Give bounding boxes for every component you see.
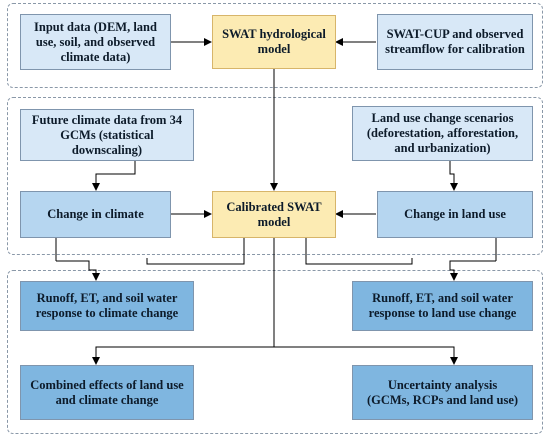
change-in-climate-box: Change in climate: [20, 191, 171, 238]
swat-model-box: SWAT hydrological model: [212, 15, 336, 69]
scenario-region: [7, 97, 543, 255]
change-in-land-use-box: Change in land use: [377, 191, 533, 238]
arrow-landuse-scenarios-to-change: [449, 161, 458, 191]
swat-cup-box: SWAT-CUP and observed streamflow for cal…: [377, 14, 533, 70]
connector-calibrated-right-return: [305, 238, 413, 265]
arrow-left-to-climate-response: [56, 260, 100, 281]
calibration-region: [7, 3, 543, 88]
outcome-region: [7, 270, 543, 434]
arrow-future-climate-to-change: [92, 161, 136, 191]
land-use-scenarios-box: Land use change scenarios (deforestation…: [352, 106, 533, 161]
input-data-box: Input data (DEM, land use, soil, and obs…: [20, 14, 171, 70]
uncertainty-analysis-box: Uncertainty analysis (GCMs, RCPs and lan…: [352, 365, 533, 420]
arrow-right-to-landuse-response: [449, 260, 496, 281]
arrow-trunk-to-combined: [92, 346, 274, 365]
future-climate-box: Future climate data from 34 GCMs (statis…: [20, 109, 194, 161]
combined-effects-box: Combined effects of land use and climate…: [20, 365, 194, 420]
climate-response-box: Runoff, ET, and soil water response to c…: [20, 281, 194, 331]
calibrated-swat-box: Calibrated SWAT model: [212, 191, 336, 238]
land-use-response-box: Runoff, ET, and soil water response to l…: [352, 281, 533, 331]
arrow-trunk-to-uncertainty: [274, 346, 458, 365]
connector-calibrated-left-return: [146, 238, 245, 265]
